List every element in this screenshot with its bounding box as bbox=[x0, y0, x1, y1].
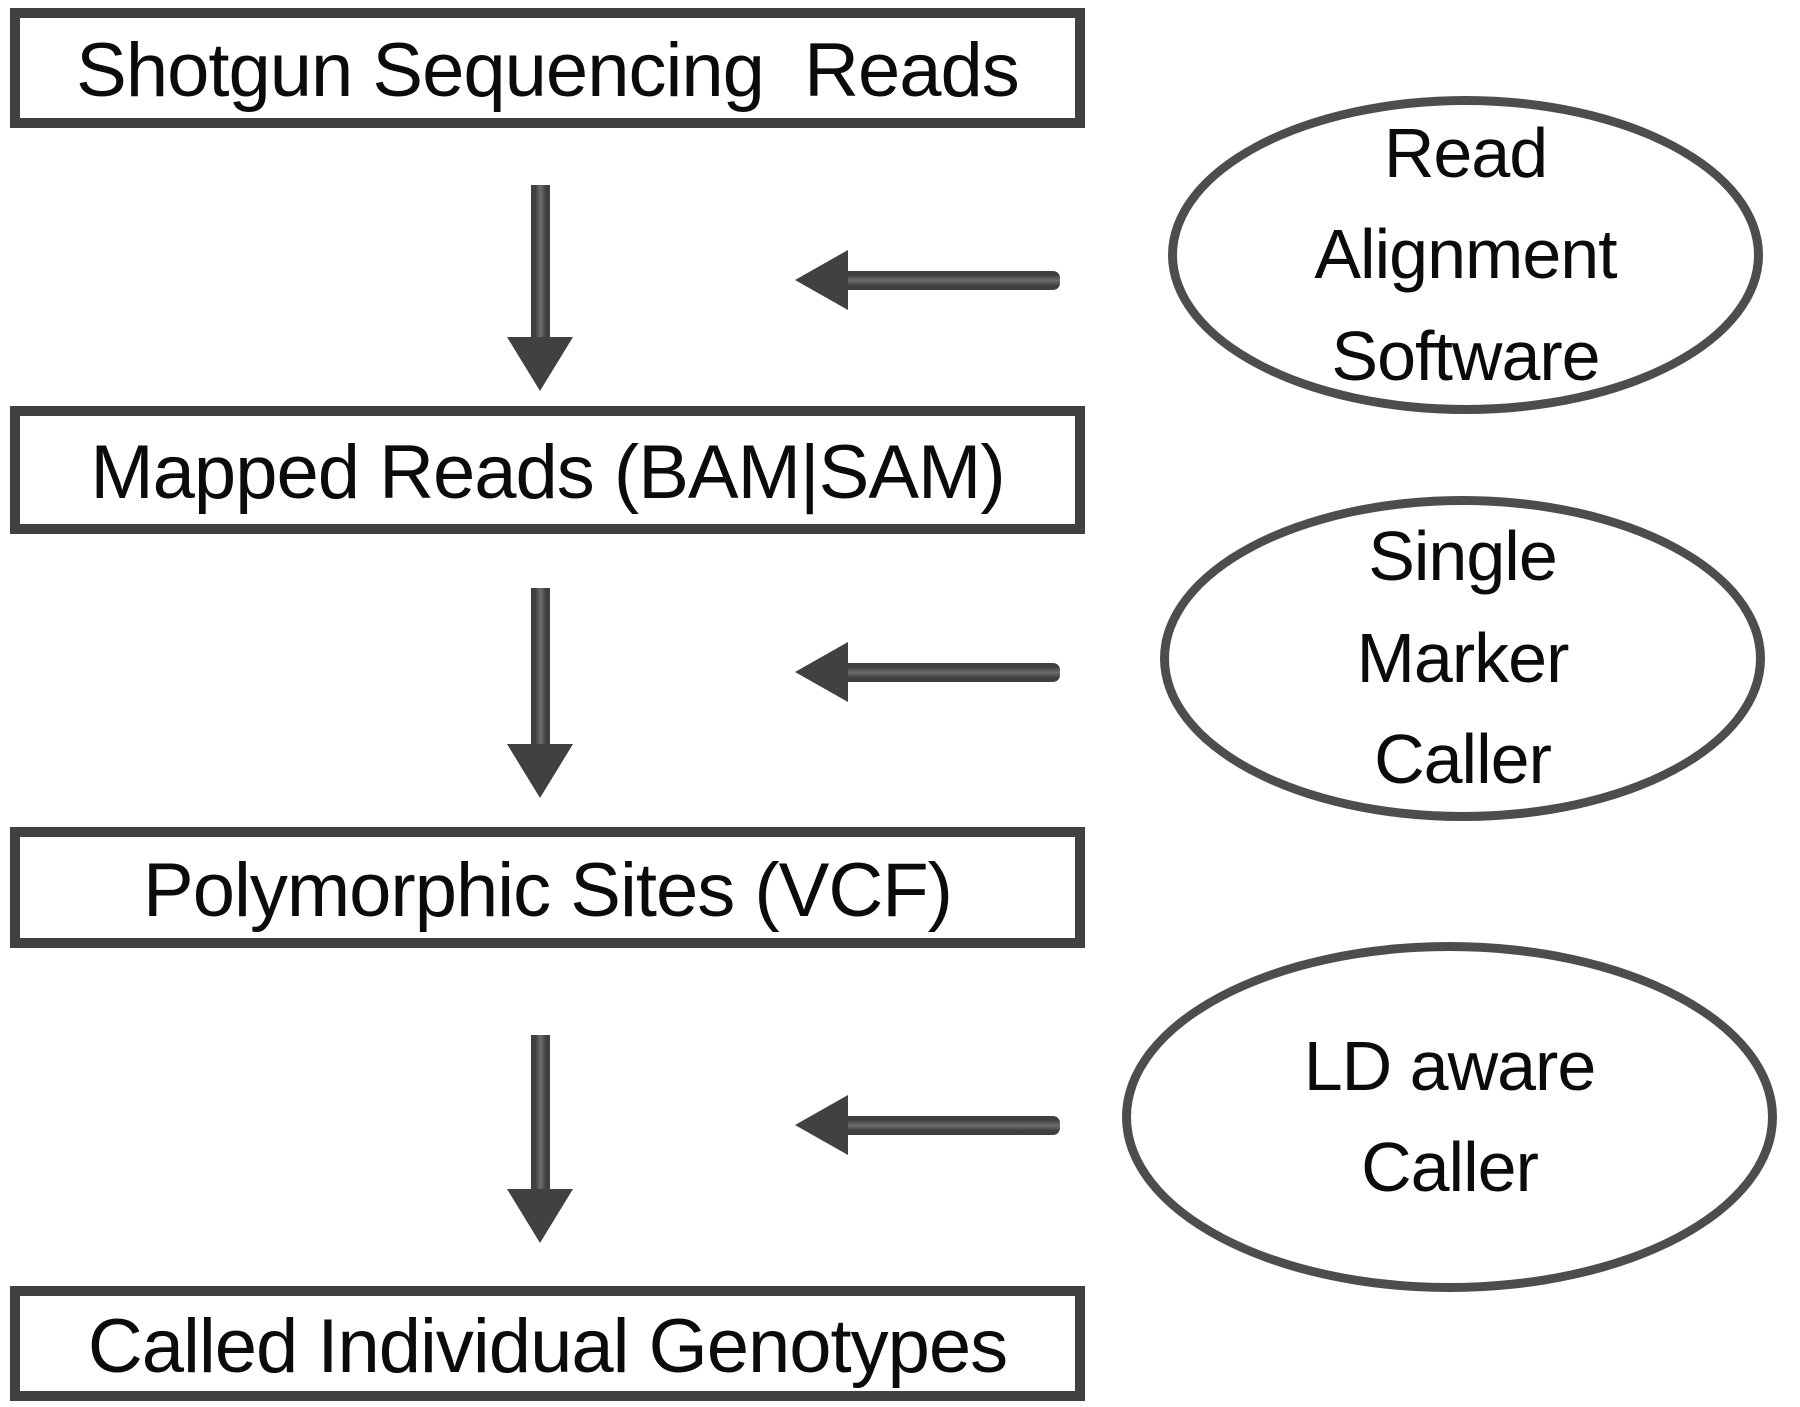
left-arrow-icon bbox=[795, 642, 1060, 702]
ellipse-ld-aware-caller: LD aware Caller bbox=[1122, 942, 1777, 1292]
left-arrow-head bbox=[795, 642, 848, 702]
down-arrow-shaft bbox=[530, 588, 550, 744]
ellipse-read-alignment-software: Read Alignment Software bbox=[1168, 96, 1763, 414]
box-shotgun-sequencing-reads: Shotgun Sequencing Reads bbox=[10, 8, 1085, 128]
box-called-individual-genotypes: Called Individual Genotypes bbox=[10, 1286, 1085, 1401]
left-arrow-shaft bbox=[848, 1115, 1060, 1135]
down-arrow-head bbox=[507, 1189, 573, 1243]
left-arrow-head bbox=[795, 250, 848, 310]
ellipse-ld-aware-caller-label: LD aware Caller bbox=[1303, 1026, 1597, 1207]
ellipse-read-alignment-software-label: Read Alignment Software bbox=[1314, 113, 1617, 395]
down-arrow-head bbox=[507, 744, 573, 798]
down-arrow-icon bbox=[507, 185, 573, 391]
left-arrow-icon bbox=[795, 1095, 1060, 1155]
box-shotgun-sequencing-reads-label: Shotgun Sequencing Reads bbox=[76, 28, 1020, 113]
box-mapped-reads-label: Mapped Reads (BAM|SAM) bbox=[90, 430, 1005, 515]
down-arrow-head bbox=[507, 337, 573, 391]
down-arrow-shaft bbox=[530, 185, 550, 337]
down-arrow-icon bbox=[507, 588, 573, 798]
down-arrow-icon bbox=[507, 1035, 573, 1243]
box-mapped-reads: Mapped Reads (BAM|SAM) bbox=[10, 406, 1085, 534]
ellipse-single-marker-caller: Single Marker Caller bbox=[1160, 496, 1765, 821]
left-arrow-icon bbox=[795, 250, 1060, 310]
left-arrow-shaft bbox=[848, 662, 1060, 682]
left-arrow-shaft bbox=[848, 270, 1060, 290]
ellipse-single-marker-caller-label: Single Marker Caller bbox=[1356, 517, 1570, 799]
box-polymorphic-sites: Polymorphic Sites (VCF) bbox=[10, 827, 1085, 948]
box-called-individual-genotypes-label: Called Individual Genotypes bbox=[87, 1303, 1008, 1389]
box-polymorphic-sites-label: Polymorphic Sites (VCF) bbox=[143, 847, 953, 933]
left-arrow-head bbox=[795, 1095, 848, 1155]
down-arrow-shaft bbox=[530, 1035, 550, 1189]
